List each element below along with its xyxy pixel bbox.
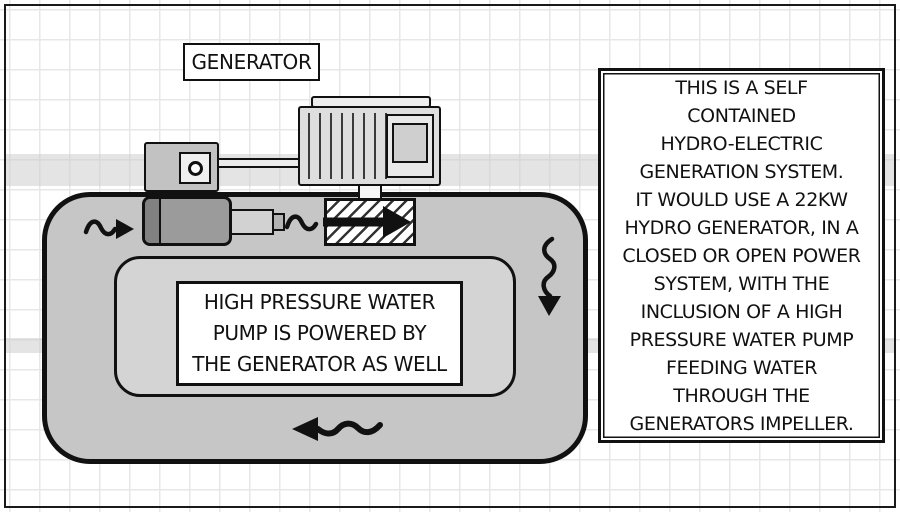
pump-nozzle [230, 209, 274, 235]
pump-nozzle-tip [272, 213, 285, 231]
description-line: INCLUSION OF A HIGH [640, 300, 843, 323]
description-line: CLOSED OR OPEN POWER [622, 244, 861, 267]
generator-body [298, 106, 441, 186]
pump-bearing-icon [187, 160, 203, 176]
drive-shaft [216, 158, 302, 168]
description-line: PRESSURE WATER PUMP [629, 328, 854, 351]
pump-note-box: HIGH PRESSURE WATER PUMP IS POWERED BY T… [176, 281, 463, 386]
description-line: CONTAINED [687, 104, 796, 127]
description-line: SYSTEM, WITH THE [653, 272, 830, 295]
pump-bearing-housing [179, 152, 211, 184]
description-line: GENERATORS IMPELLER. [629, 412, 854, 435]
description-line: THROUGH THE [673, 384, 810, 407]
pump-note-line: PUMP IS POWERED BY [212, 321, 427, 345]
description-line: HYDRO GENERATOR, IN A [624, 216, 859, 239]
generator-terminal-box-inner [392, 123, 428, 163]
system-description-box: THIS IS A SELF CONTAINED HYDRO-ELECTRIC … [598, 68, 885, 443]
description-line: FEEDING WATER [665, 356, 818, 379]
generator-label: GENERATOR [191, 50, 312, 74]
pump-end-cap [145, 199, 161, 243]
generator-terminal-box [386, 114, 434, 178]
pump-motor [144, 142, 219, 192]
description-line: GENERATION SYSTEM. [639, 160, 844, 183]
high-pressure-pump-body [142, 196, 232, 246]
pump-note-line: HIGH PRESSURE WATER [203, 290, 436, 314]
description-line: IT WOULD USE A 22KW [635, 188, 848, 211]
generator-cooling-fins [308, 113, 388, 179]
description-line: HYDRO-ELECTRIC [660, 132, 823, 155]
generator-label-box: GENERATOR [183, 43, 320, 81]
pump-note-line: THE GENERATOR AS WELL [192, 352, 447, 376]
description-line: THIS IS A SELF [675, 76, 808, 99]
impeller-housing [324, 198, 416, 246]
